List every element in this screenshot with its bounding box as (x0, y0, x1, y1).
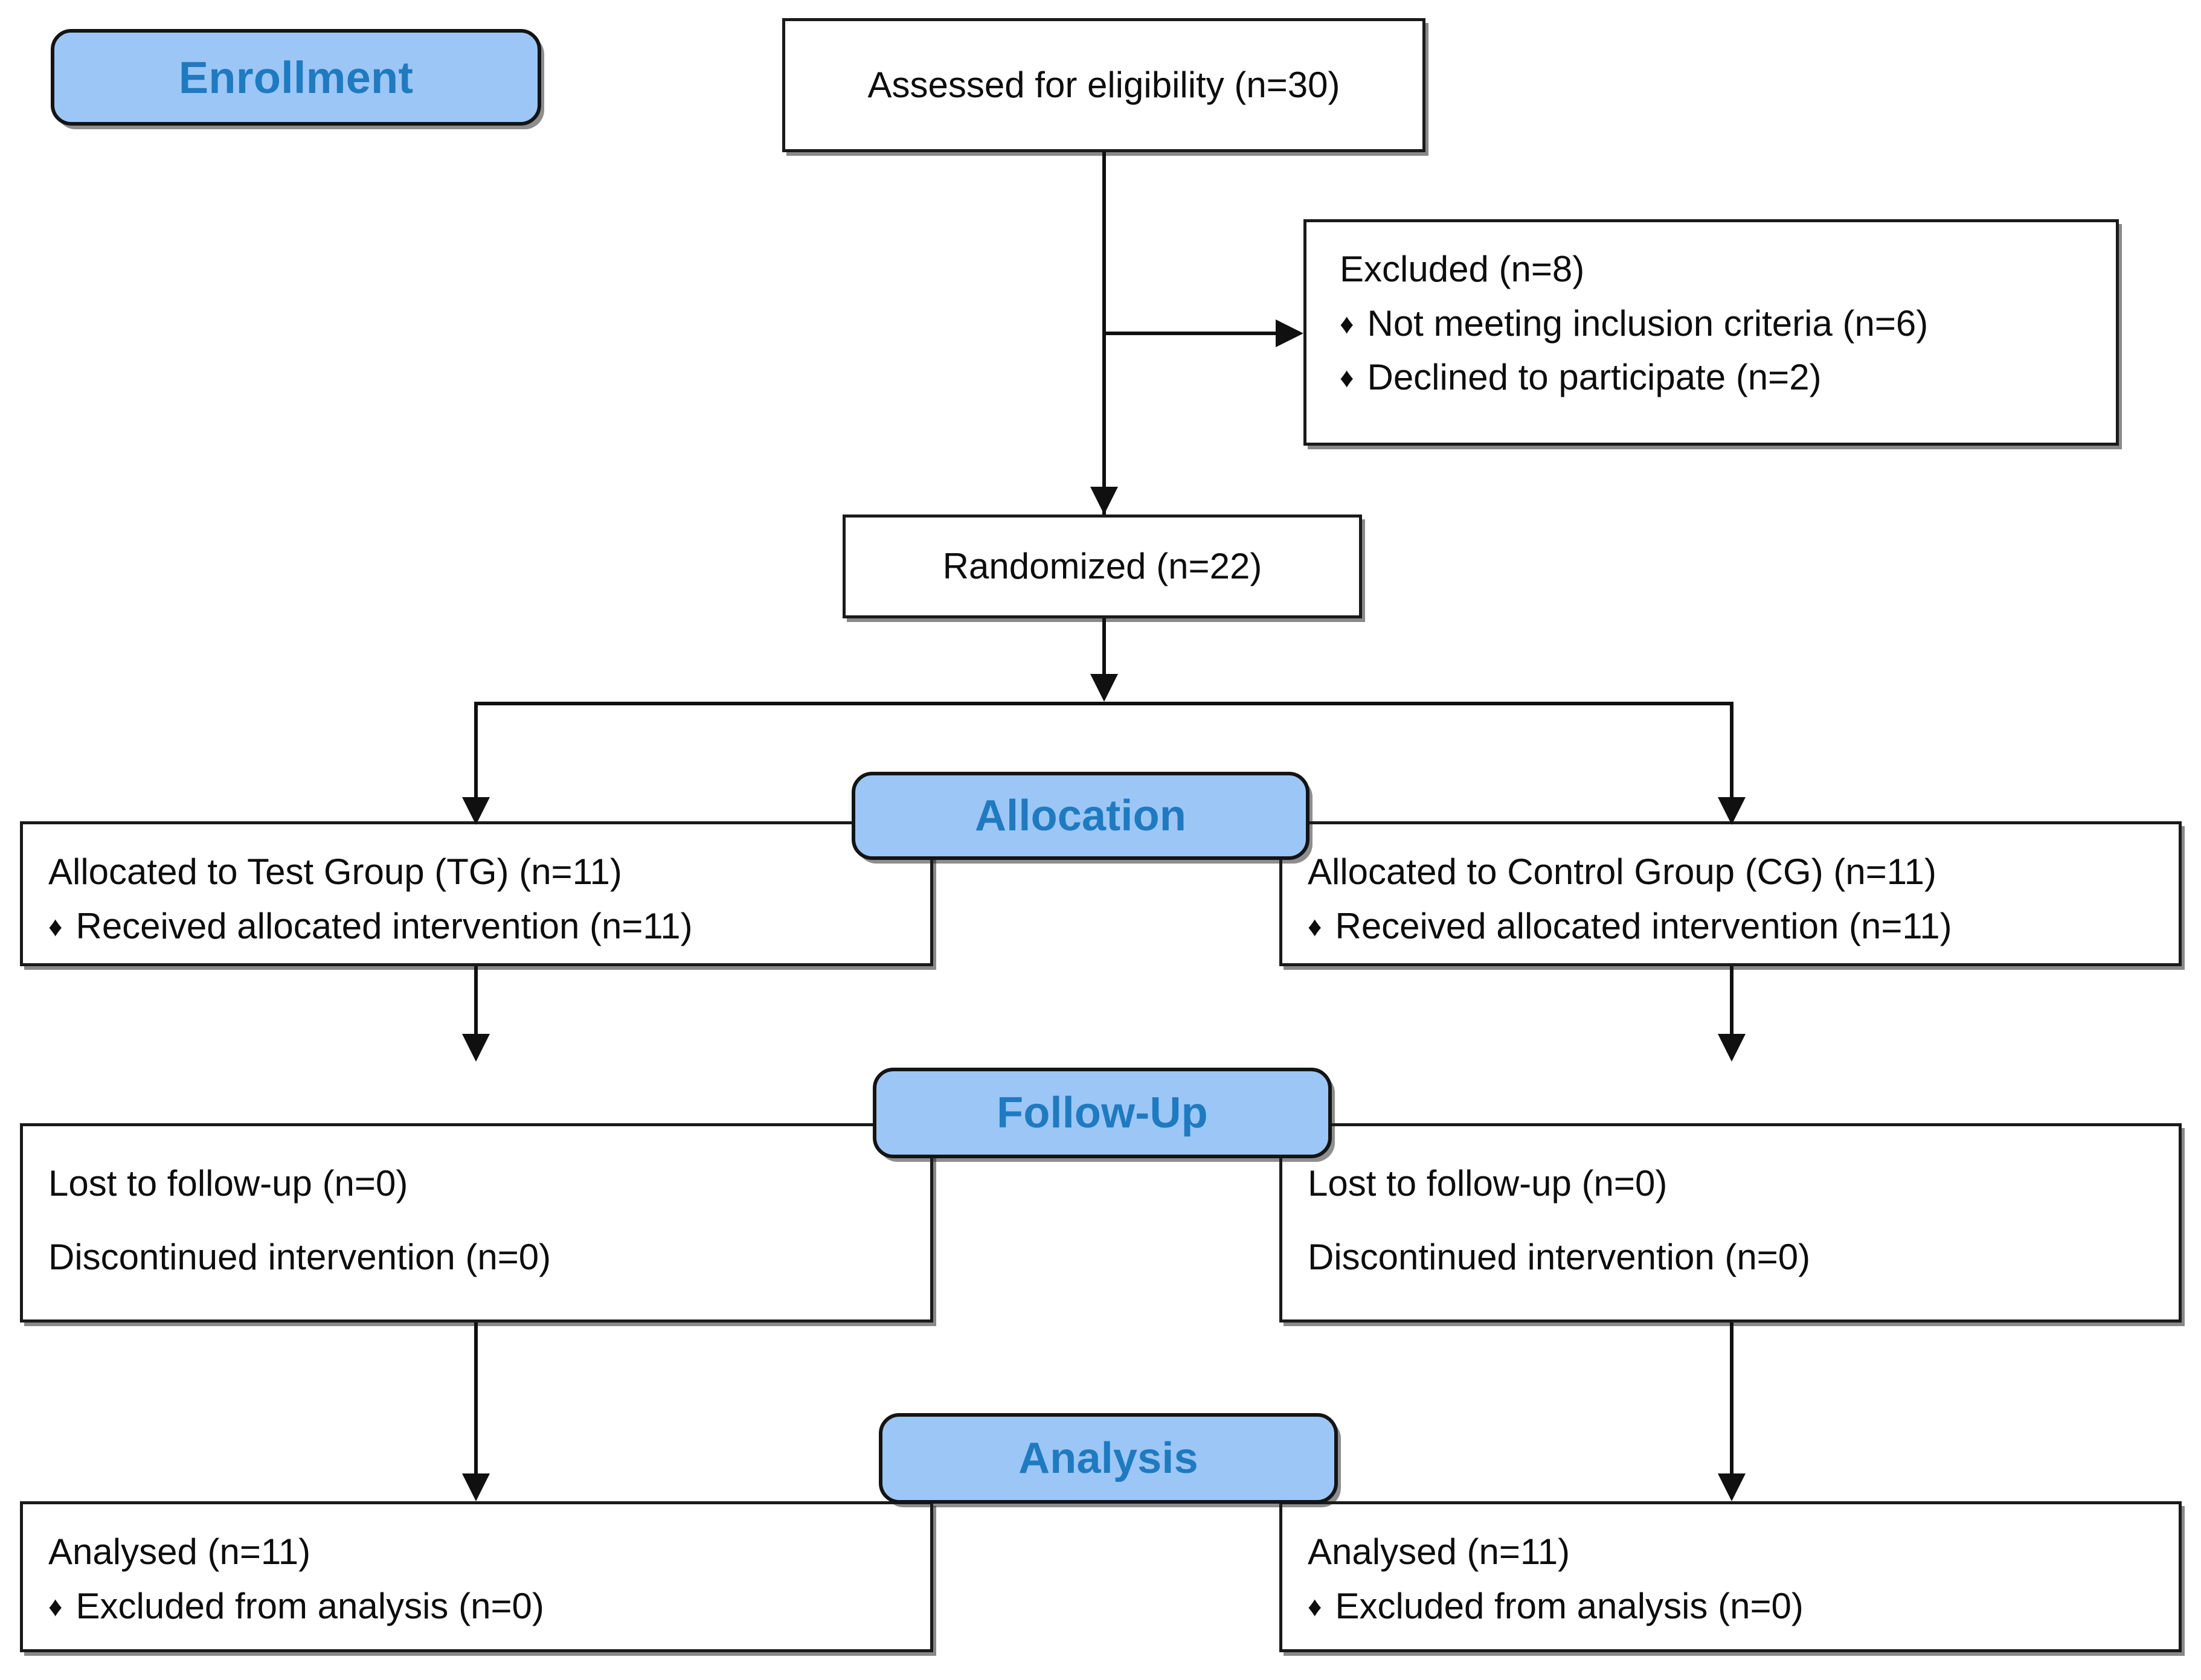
node-randomized-text: Randomized (n=22) (942, 546, 1262, 587)
node-allocation-test-group-item: ♦ Received allocated intervention (n=11) (48, 905, 924, 946)
connector-allocation-right-drop (1730, 702, 1733, 816)
diamond-bullet-icon: ♦ (1308, 1590, 1322, 1622)
diamond-bullet-icon: ♦ (48, 1590, 63, 1622)
connector-analysis-right-arrowhead (1718, 1473, 1746, 1501)
stage-label-follow-up-text: Follow-Up (997, 1089, 1208, 1137)
node-randomized: Randomized (n=22) (843, 515, 1362, 618)
node-allocation-test-group-heading: Allocated to Test Group (TG) (n=11) (48, 851, 622, 892)
diamond-bullet-icon: ♦ (1340, 307, 1354, 339)
node-assessed-for-eligibility-text: Assessed for eligibility (n=30) (867, 65, 1340, 106)
node-allocation-control-group-heading: Allocated to Control Group (CG) (n=11) (1308, 851, 1937, 892)
node-followup-control-group-content: Lost to follow-up (n=0) Discontinued int… (1308, 1164, 2171, 1276)
node-assessed-for-eligibility: Assessed for eligibility (n=30) (782, 18, 1425, 152)
connector-analysis-right-stem (1730, 1323, 1733, 1477)
node-excluded-item-text: Not meeting inclusion criteria (n=6) (1367, 303, 1929, 344)
connector-analysis-left-arrowhead (462, 1473, 490, 1501)
node-allocation-test-group-item-text: Received allocated intervention (n=11) (76, 905, 693, 946)
node-allocation-test-group-content: Allocated to Test Group (TG) (n=11) ♦ Re… (48, 853, 924, 945)
node-followup-control-group-line-1: Lost to follow-up (n=0) (1308, 1163, 1668, 1204)
stage-label-enrollment-text: Enrollment (178, 52, 414, 103)
connector-analysis-left-stem (474, 1323, 478, 1477)
node-followup-test-group-line-2: Discontinued intervention (n=0) (48, 1236, 551, 1277)
stage-label-allocation: Allocation (852, 772, 1309, 860)
node-excluded (1303, 219, 2119, 446)
connector-randomized-arrowhead (1090, 487, 1118, 515)
node-allocation-control-group-item-text: Received allocated intervention (n=11) (1335, 905, 1952, 946)
node-followup-control-group (1279, 1123, 2182, 1323)
node-analysis-test-group-content: Analysed (n=11) ♦ Excluded from analysis… (48, 1533, 924, 1625)
connector-allocation-left-arrowhead (462, 797, 490, 825)
connector-excluded-branch (1102, 332, 1280, 335)
node-analysis-control-group-heading: Analysed (n=11) (1308, 1531, 1570, 1572)
node-followup-test-group (20, 1123, 933, 1323)
node-analysis-test-group (20, 1501, 933, 1652)
node-analysis-test-group-item: ♦ Excluded from analysis (n=0) (48, 1585, 924, 1626)
node-analysis-control-group-content: Analysed (n=11) ♦ Excluded from analysis… (1308, 1533, 2171, 1625)
node-analysis-control-group-item-text: Excluded from analysis (n=0) (1335, 1585, 1804, 1626)
node-analysis-test-group-heading: Analysed (n=11) (48, 1531, 311, 1572)
diamond-bullet-icon: ♦ (1308, 910, 1322, 942)
node-followup-test-group-line-1: Lost to follow-up (n=0) (48, 1163, 408, 1204)
stage-label-enrollment: Enrollment (51, 29, 541, 126)
node-analysis-test-group-item-text: Excluded from analysis (n=0) (76, 1585, 544, 1626)
stage-label-allocation-text: Allocation (974, 792, 1186, 840)
connector-followup-left-stem (474, 966, 478, 1039)
stage-label-follow-up: Follow-Up (873, 1068, 1332, 1158)
node-excluded-item-text: Declined to participate (n=2) (1367, 357, 1822, 398)
connector-followup-right-stem (1730, 966, 1733, 1039)
node-analysis-control-group (1279, 1501, 2182, 1652)
node-allocation-control-group-item: ♦ Received allocated intervention (n=11) (1308, 905, 2171, 946)
connector-allocation-right-arrowhead (1718, 797, 1746, 825)
connector-followup-left-arrowhead (462, 1034, 490, 1062)
node-excluded-content: Excluded (n=8) ♦ Not meeting inclusion c… (1340, 250, 2113, 397)
connector-allocation-left-drop (474, 702, 478, 816)
node-excluded-item: ♦ Declined to participate (n=2) (1340, 358, 2113, 397)
stage-label-analysis: Analysis (879, 1413, 1338, 1504)
connector-randomized-stem (1102, 618, 1106, 679)
connector-excluded-arrowhead (1276, 319, 1303, 347)
node-followup-control-group-line-2: Discontinued intervention (n=0) (1308, 1236, 1811, 1277)
connector-followup-right-arrowhead (1718, 1034, 1746, 1062)
node-excluded-heading: Excluded (n=8) (1340, 249, 1585, 289)
node-analysis-control-group-item: ♦ Excluded from analysis (n=0) (1308, 1585, 2171, 1626)
diamond-bullet-icon: ♦ (48, 910, 63, 942)
stage-label-analysis-text: Analysis (1018, 1434, 1198, 1483)
node-followup-test-group-content: Lost to follow-up (n=0) Discontinued int… (48, 1164, 924, 1276)
connector-split-arrowhead (1090, 674, 1118, 702)
node-allocation-control-group-content: Allocated to Control Group (CG) (n=11) ♦… (1308, 853, 2171, 945)
diamond-bullet-icon: ♦ (1340, 362, 1354, 394)
node-excluded-item: ♦ Not meeting inclusion criteria (n=6) (1340, 304, 2113, 343)
connector-allocation-split-bar (474, 702, 1733, 705)
